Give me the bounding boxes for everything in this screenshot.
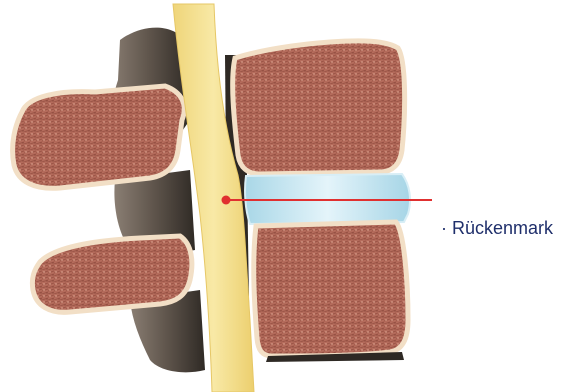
spinous-process-upper [13,86,185,188]
annotation-dot [222,196,231,205]
vertebral-body-lower [254,222,408,356]
spinous-process-lower [32,236,191,312]
vertebral-body-upper [233,41,405,174]
annotation-label-rueckenmark: · Rückenmark [441,218,553,239]
